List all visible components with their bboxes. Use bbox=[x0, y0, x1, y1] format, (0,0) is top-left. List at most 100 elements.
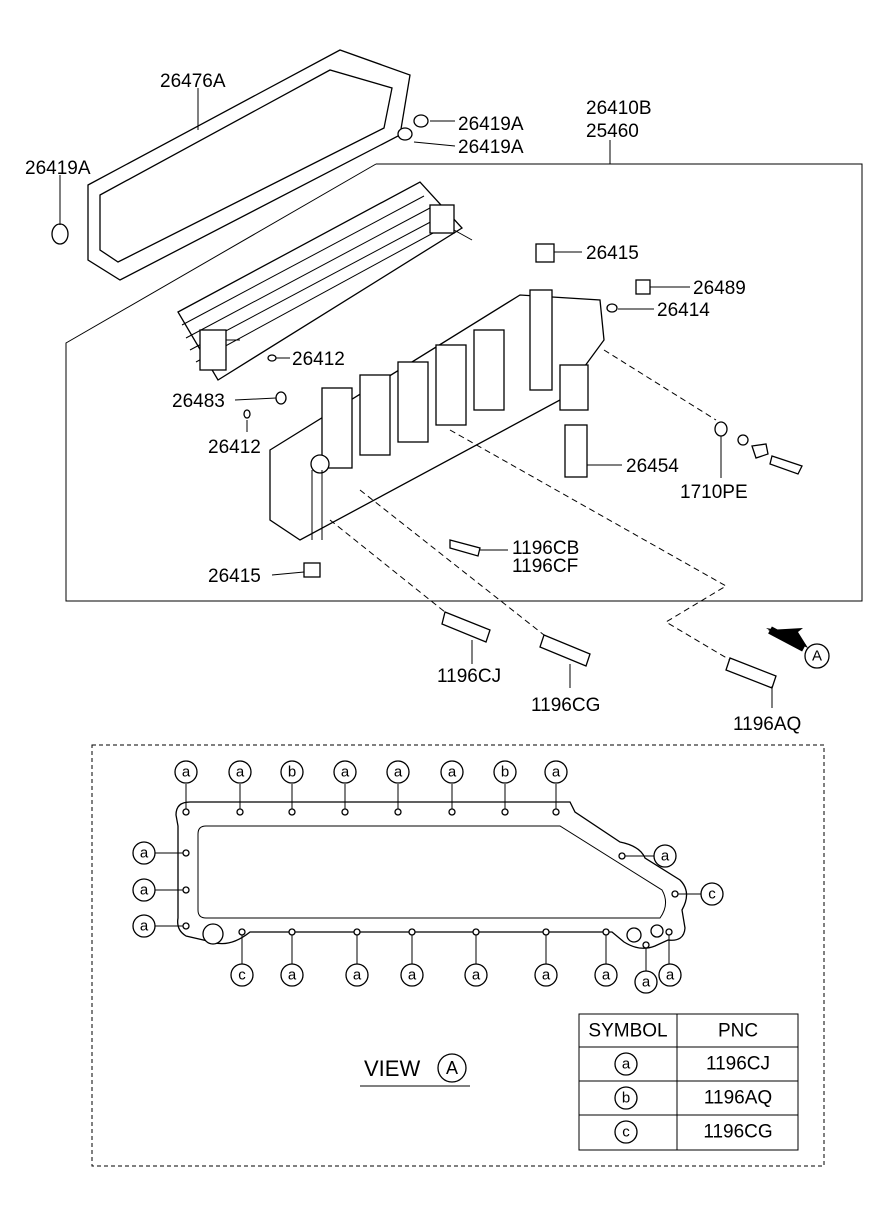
label-26415-top: 26415 bbox=[586, 243, 639, 264]
svg-text:b: b bbox=[288, 764, 296, 781]
bolt-26489 bbox=[635, 279, 651, 295]
washer-1710PE bbox=[714, 421, 728, 437]
label-26414: 26414 bbox=[657, 300, 710, 321]
svg-text:a: a bbox=[552, 764, 561, 781]
oil-cooler-core-drawing bbox=[177, 181, 473, 381]
svg-text:a: a bbox=[140, 845, 149, 862]
svg-text:a: a bbox=[288, 967, 297, 984]
plug-26415-bottom bbox=[303, 562, 321, 578]
o-ring-26412-a bbox=[267, 354, 277, 362]
callout-bottom-6: a bbox=[534, 935, 558, 987]
svg-text:a: a bbox=[448, 764, 457, 781]
bolt-1196CG bbox=[539, 634, 591, 667]
callout-bottom-3: a bbox=[345, 935, 369, 987]
svg-text:a: a bbox=[140, 882, 149, 899]
svg-text:a: a bbox=[661, 848, 670, 865]
label-26419A-left: 26419A bbox=[25, 158, 91, 179]
legend-header-pnc: PNC bbox=[718, 1021, 758, 1042]
legend-row-symbol: b bbox=[622, 1090, 630, 1107]
callout-bottom-1: c bbox=[230, 935, 254, 987]
label-1196CF: 1196CF bbox=[512, 556, 578, 577]
svg-text:a: a bbox=[394, 764, 403, 781]
label-1710PE: 1710PE bbox=[680, 482, 748, 503]
legend-row-symbol: c bbox=[622, 1124, 630, 1141]
svg-text:a: a bbox=[602, 967, 611, 984]
label-26412-a: 26412 bbox=[292, 349, 345, 370]
callout-bottom-5: a bbox=[464, 935, 488, 987]
callout-top-7: b bbox=[493, 760, 517, 809]
callout-top-5: a bbox=[386, 760, 410, 809]
callout-left-1: a bbox=[132, 841, 183, 865]
cooler-housing-drawing bbox=[269, 289, 605, 541]
nut bbox=[751, 443, 769, 459]
svg-text:a: a bbox=[472, 967, 481, 984]
svg-text:c: c bbox=[238, 967, 246, 984]
callout-top-6: a bbox=[440, 760, 464, 809]
callout-top-2: a bbox=[228, 760, 252, 809]
washer-small bbox=[737, 434, 749, 446]
label-26410B: 26410B bbox=[586, 98, 652, 119]
callout-top-8: a bbox=[544, 760, 568, 809]
view-A-panel: a a b a a a b a a a a a c c a a a a a a … bbox=[91, 744, 825, 1167]
label-26489: 26489 bbox=[693, 278, 746, 299]
svg-text:a: a bbox=[341, 764, 350, 781]
legend-row-pnc: 1196CJ bbox=[706, 1054, 770, 1075]
label-1196CB: 1196CB bbox=[512, 538, 579, 559]
legend-row-symbol: a bbox=[622, 1056, 631, 1073]
view-title-word: VIEW bbox=[364, 1056, 420, 1081]
legend-row: c 1196CG bbox=[614, 1120, 773, 1144]
o-ring-26419A-upper bbox=[413, 114, 429, 128]
callout-bottom-7: a bbox=[594, 935, 618, 987]
part-labels: 26476A 26419A 26419A 26419A 26410B 25460… bbox=[25, 71, 801, 735]
legend-row: b 1196AQ bbox=[614, 1086, 772, 1110]
legend-header-symbol: SYMBOL bbox=[588, 1021, 667, 1042]
view-bolt-holes bbox=[182, 808, 679, 949]
bolt-1196CJ bbox=[441, 611, 491, 643]
svg-text:a: a bbox=[666, 967, 675, 984]
view-panel-border bbox=[91, 744, 825, 1167]
svg-text:b: b bbox=[501, 764, 509, 781]
label-26419A-1: 26419A bbox=[458, 114, 524, 135]
label-25460: 25460 bbox=[586, 121, 639, 142]
leader-lines bbox=[59, 88, 773, 708]
svg-text:a: a bbox=[408, 967, 417, 984]
o-ring-26414 bbox=[606, 303, 618, 313]
svg-text:a: a bbox=[140, 918, 149, 935]
label-26412-b: 26412 bbox=[208, 437, 261, 458]
svg-text:c: c bbox=[708, 886, 716, 903]
svg-text:a: a bbox=[642, 974, 651, 991]
o-ring-26412-b bbox=[243, 409, 251, 419]
label-26483: 26483 bbox=[172, 391, 225, 412]
assembly-frame bbox=[65, 163, 863, 602]
legend-table: SYMBOL PNC a 1196CJ b 1196AQ c 1196CG bbox=[578, 1013, 799, 1151]
legend-row-pnc: 1196CG bbox=[703, 1122, 772, 1143]
view-arrow-letter: A bbox=[812, 648, 822, 665]
legend-row: a 1196CJ bbox=[614, 1052, 770, 1076]
label-1196CJ: 1196CJ bbox=[437, 666, 501, 687]
svg-text:a: a bbox=[353, 967, 362, 984]
view-title-letter: A bbox=[446, 1058, 458, 1078]
callout-top-3: b bbox=[280, 760, 304, 809]
bolt-1196CB bbox=[449, 539, 481, 557]
o-ring-26419A-lower bbox=[397, 127, 413, 141]
callout-left-3: a bbox=[132, 914, 183, 938]
plug-26483 bbox=[275, 391, 287, 405]
callout-bottom-8: a bbox=[634, 948, 658, 994]
view-symbol-callouts: a a b a a a b a a a a a c c a a a a a a … bbox=[132, 760, 724, 994]
o-ring-26419A-left bbox=[51, 223, 69, 245]
callout-top-1: a bbox=[174, 760, 198, 809]
exploded-view: A 26476A 26419A 26419A 26419A 26410B 254… bbox=[25, 49, 863, 735]
svg-text:a: a bbox=[236, 764, 245, 781]
label-26476A: 26476A bbox=[160, 71, 226, 92]
plug-26415-top bbox=[535, 243, 555, 263]
legend-row-pnc: 1196AQ bbox=[704, 1088, 772, 1109]
svg-text:a: a bbox=[542, 967, 551, 984]
callout-top-4: a bbox=[333, 760, 357, 809]
bolt-1196AQ bbox=[725, 657, 777, 689]
callout-bottom-9: a bbox=[658, 935, 682, 987]
callout-bottom-2: a bbox=[280, 935, 304, 987]
label-26419A-2: 26419A bbox=[458, 137, 524, 158]
label-1196AQ: 1196AQ bbox=[733, 714, 801, 735]
callout-right-2: c bbox=[678, 882, 724, 906]
